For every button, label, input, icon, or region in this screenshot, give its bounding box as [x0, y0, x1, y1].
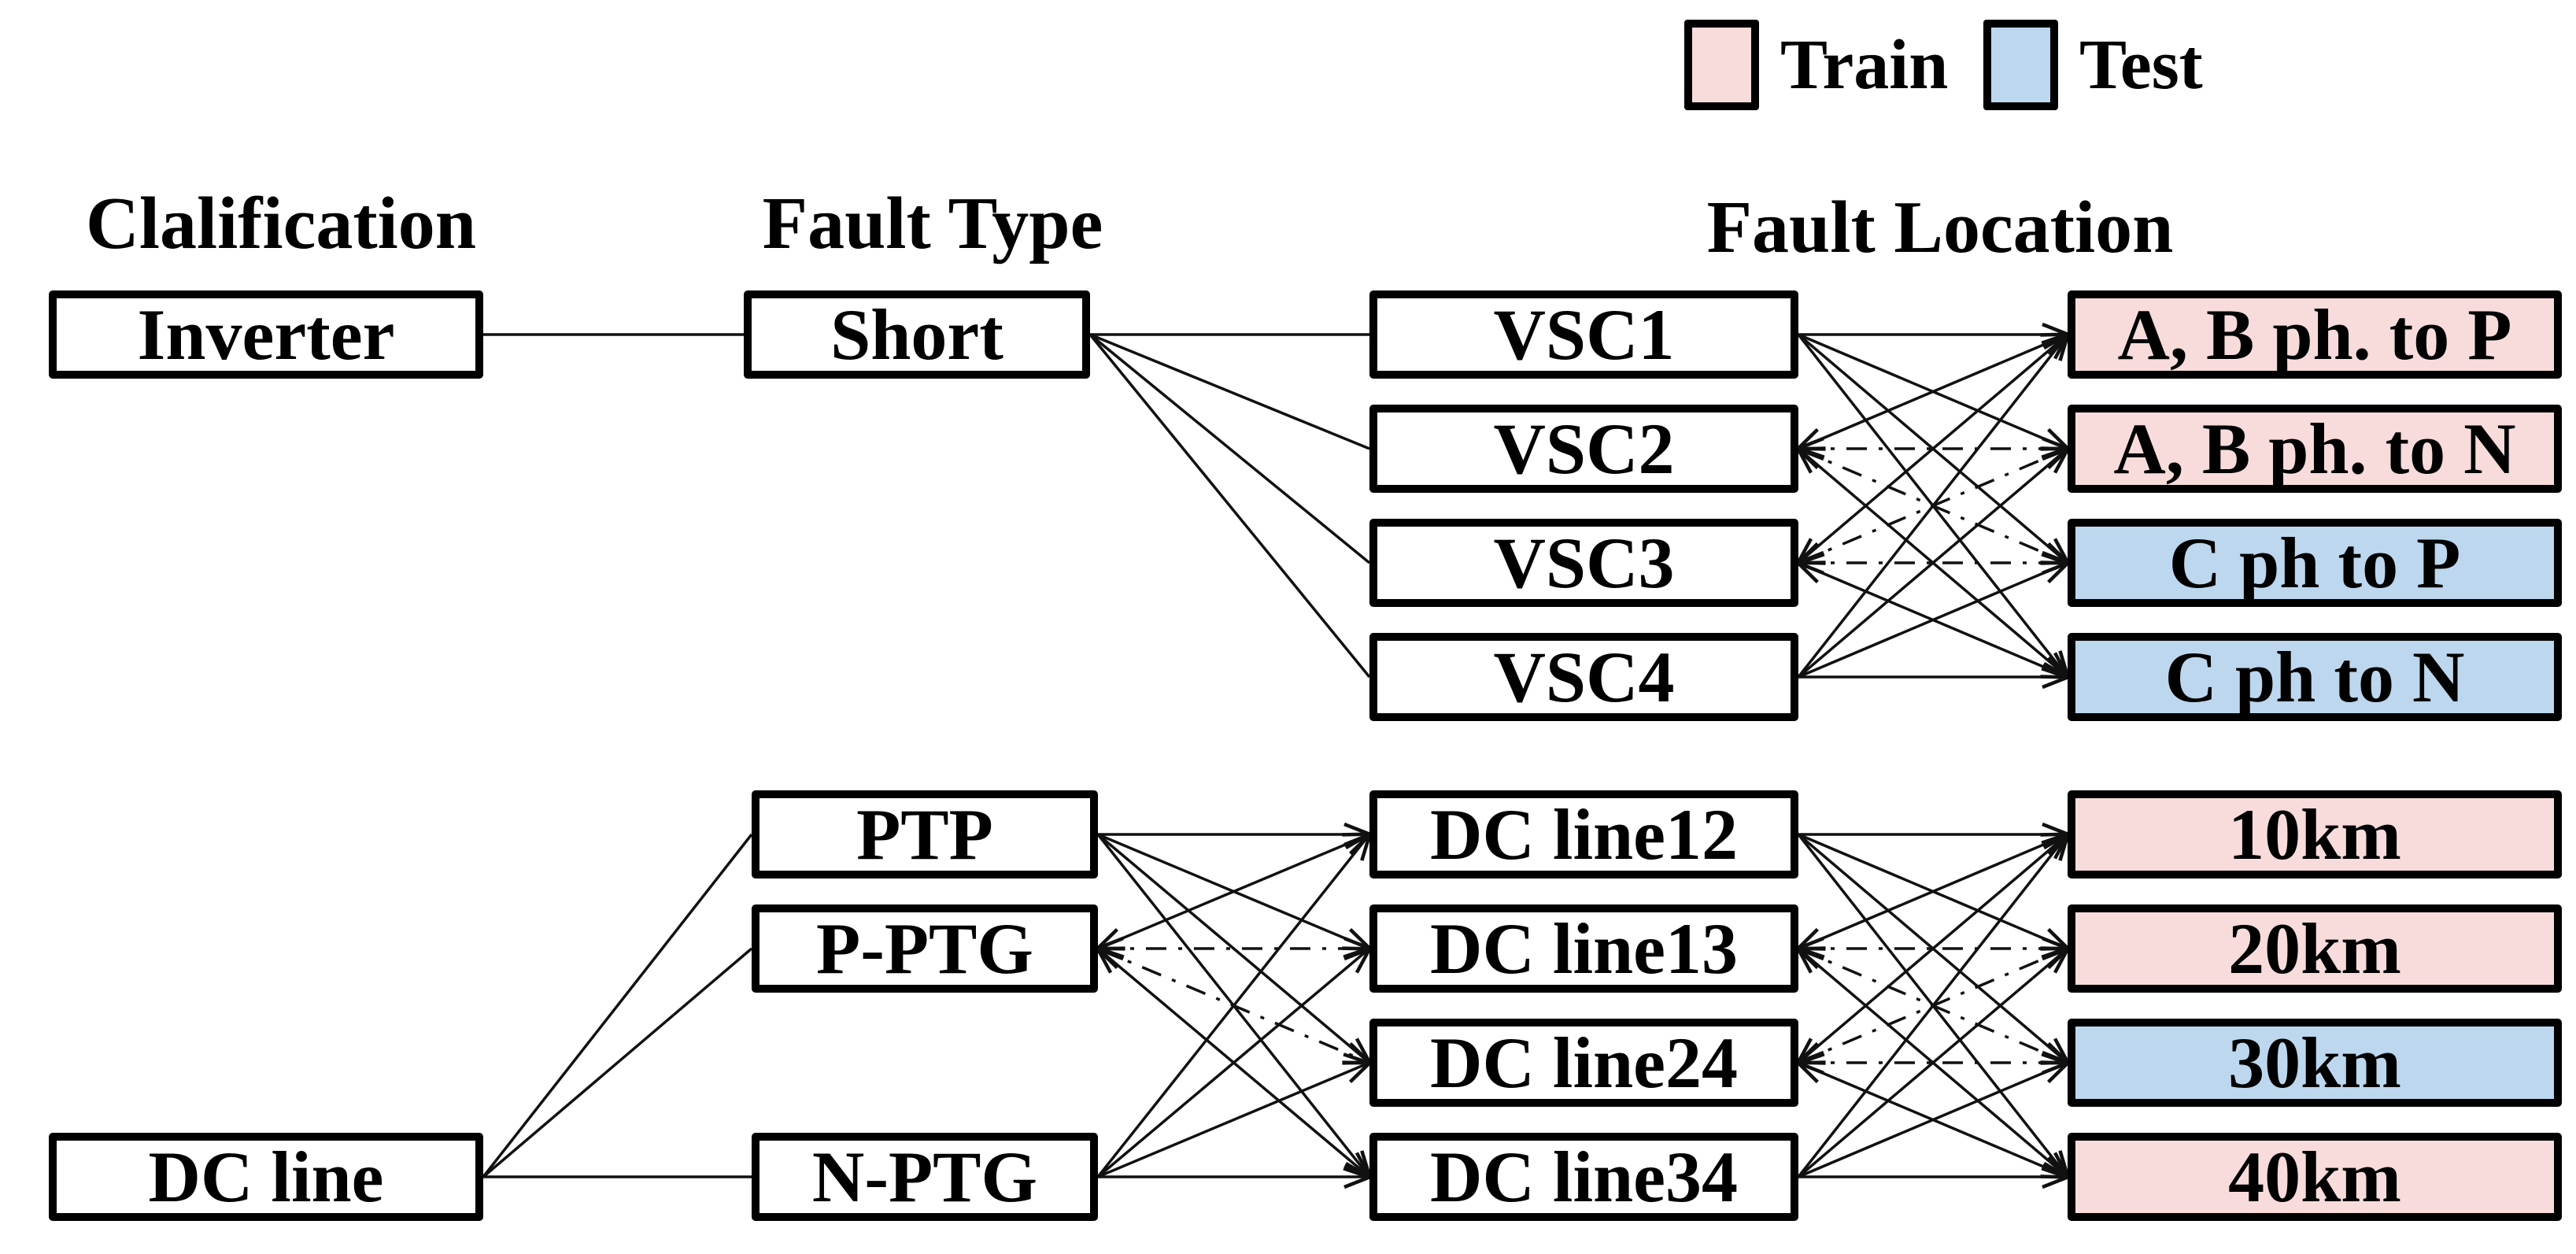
wire	[1096, 834, 1369, 1178]
node-dc-line: DC line	[49, 1133, 483, 1221]
node-dist-10km-label: 10km	[2228, 794, 2401, 875]
wire	[1797, 834, 2068, 1178]
node-vsc2-label: VSC2	[1493, 409, 1675, 489]
wire	[1798, 1063, 2068, 1178]
node-n-ptg-label: N-PTG	[811, 1137, 1038, 1217]
node-vsc1-label: VSC1	[1493, 294, 1675, 375]
wire	[1088, 333, 1371, 679]
legend-train-label: Train	[1780, 26, 1949, 104]
node-loc-ab-ph-to-n-label: A, B ph. to N	[2113, 409, 2516, 489]
wire	[1096, 833, 1369, 1063]
legend-test-label: Test	[2079, 26, 2203, 104]
node-dist-20km-label: 20km	[2228, 908, 2401, 989]
node-dc-line12: DC line12	[1369, 790, 1798, 879]
wire	[482, 947, 753, 1178]
node-loc-ab-ph-to-p: A, B ph. to P	[2068, 290, 2562, 379]
column-header-fault-location: Fault Location	[1706, 187, 2174, 268]
node-loc-c-ph-to-n: C ph to N	[2068, 633, 2562, 721]
node-dist-30km-label: 30km	[2228, 1023, 2401, 1103]
node-ptp-label: PTP	[856, 794, 993, 875]
node-loc-c-ph-to-p-label: C ph to P	[2168, 523, 2461, 603]
node-vsc3: VSC3	[1369, 519, 1798, 607]
node-dist-30km: 30km	[2068, 1019, 2562, 1107]
wire	[1798, 563, 2068, 679]
wire	[1797, 449, 2068, 679]
wire	[482, 833, 753, 1178]
node-loc-ab-ph-to-p-label: A, B ph. to P	[2117, 294, 2512, 375]
node-vsc1: VSC1	[1369, 290, 1798, 379]
node-p-ptg: P-PTG	[752, 904, 1098, 993]
node-short: Short	[744, 290, 1090, 379]
node-dist-40km-label: 40km	[2228, 1137, 2401, 1217]
node-dc-line24: DC line24	[1369, 1019, 1798, 1107]
node-inverter-label: Inverter	[137, 294, 395, 375]
node-dc-line-label: DC line	[148, 1137, 384, 1217]
node-dist-40km: 40km	[2068, 1133, 2562, 1221]
node-p-ptg-label: P-PTG	[816, 908, 1033, 989]
wire	[1797, 335, 2068, 679]
node-inverter: Inverter	[49, 290, 483, 379]
legend-test-swatch	[1983, 20, 2058, 110]
node-dist-10km: 10km	[2068, 790, 2562, 879]
wire	[1088, 333, 1371, 564]
node-dc-line24-label: DC line24	[1430, 1023, 1738, 1103]
node-vsc2: VSC2	[1369, 405, 1798, 493]
node-dc-line13-label: DC line13	[1430, 908, 1738, 989]
column-header-classification: Clalification	[85, 183, 477, 264]
node-dist-20km: 20km	[2068, 904, 2562, 993]
node-dc-line34-label: DC line34	[1430, 1137, 1738, 1217]
node-vsc3-label: VSC3	[1493, 523, 1675, 603]
node-vsc4-label: VSC4	[1493, 637, 1675, 717]
wire	[1096, 949, 1369, 1178]
node-loc-c-ph-to-n-label: C ph to N	[2164, 637, 2465, 717]
wire	[1797, 949, 2068, 1178]
node-short-label: Short	[830, 294, 1003, 375]
node-vsc4: VSC4	[1369, 633, 1798, 721]
node-dc-line12-label: DC line12	[1430, 794, 1738, 875]
node-n-ptg: N-PTG	[752, 1133, 1098, 1221]
node-loc-c-ph-to-p: C ph to P	[2068, 519, 2562, 607]
wire	[1097, 1063, 1369, 1178]
column-header-fault-type: Fault Type	[762, 183, 1103, 264]
wire	[1089, 333, 1370, 450]
node-dc-line13: DC line13	[1369, 904, 1798, 993]
node-loc-ab-ph-to-n: A, B ph. to N	[2068, 405, 2562, 493]
node-dc-line34: DC line34	[1369, 1133, 1798, 1221]
node-ptp: PTP	[752, 790, 1098, 879]
wire	[1098, 834, 1369, 949]
legend-train-swatch	[1684, 20, 1759, 110]
